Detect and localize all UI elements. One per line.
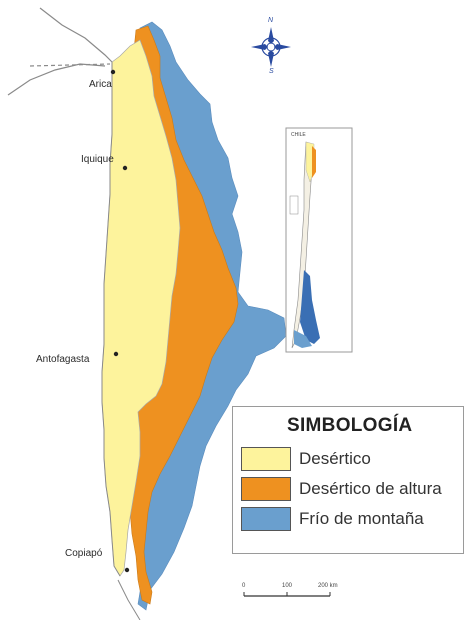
scale-tick-0: 0 xyxy=(242,583,246,589)
legend-swatch-desertico xyxy=(241,447,291,471)
legend-item-desertico-de-altura: Desértico de altura xyxy=(241,477,442,501)
city-dot-arica xyxy=(110,69,116,75)
legend-label-desertico-de-altura: Desértico de altura xyxy=(299,479,442,498)
legend-swatch-frio-de-montana xyxy=(241,507,291,531)
city-dot-copiapo xyxy=(124,567,130,573)
scale-tick-100: 100 xyxy=(282,583,293,589)
city-dot-iquique xyxy=(122,165,128,171)
legend-label-frio-de-montana: Frío de montaña xyxy=(299,509,424,528)
city-label-arica: Arica xyxy=(89,79,112,90)
city-label-antofagasta: Antofagasta xyxy=(36,354,90,365)
legend-item-desertico: Desértico xyxy=(241,447,371,471)
compass-north-label: N xyxy=(268,17,274,24)
compass-rose-icon xyxy=(251,27,291,67)
legend-label-desertico: Desértico xyxy=(299,449,371,468)
city-dot-antofagasta xyxy=(113,351,119,357)
inset-map-label: CHILE xyxy=(291,132,306,138)
city-label-iquique: Iquique xyxy=(81,154,114,165)
border-dash xyxy=(29,63,111,67)
scale-bar xyxy=(243,592,331,597)
legend-box: SIMBOLOGÍA Desértico Desértico de altura… xyxy=(232,406,464,554)
city-label-copiapo: Copiapó xyxy=(65,548,103,559)
legend-title: SIMBOLOGÍA xyxy=(287,415,413,436)
border-line-south xyxy=(117,579,141,620)
inset-map xyxy=(285,127,353,353)
legend-swatch-desertico-de-altura xyxy=(241,477,291,501)
legend-item-frio-de-montana: Frío de montaña xyxy=(241,507,424,531)
compass-south-label: S xyxy=(269,68,274,75)
coastline xyxy=(101,62,121,577)
scale-tick-200: 200 km xyxy=(318,583,338,589)
